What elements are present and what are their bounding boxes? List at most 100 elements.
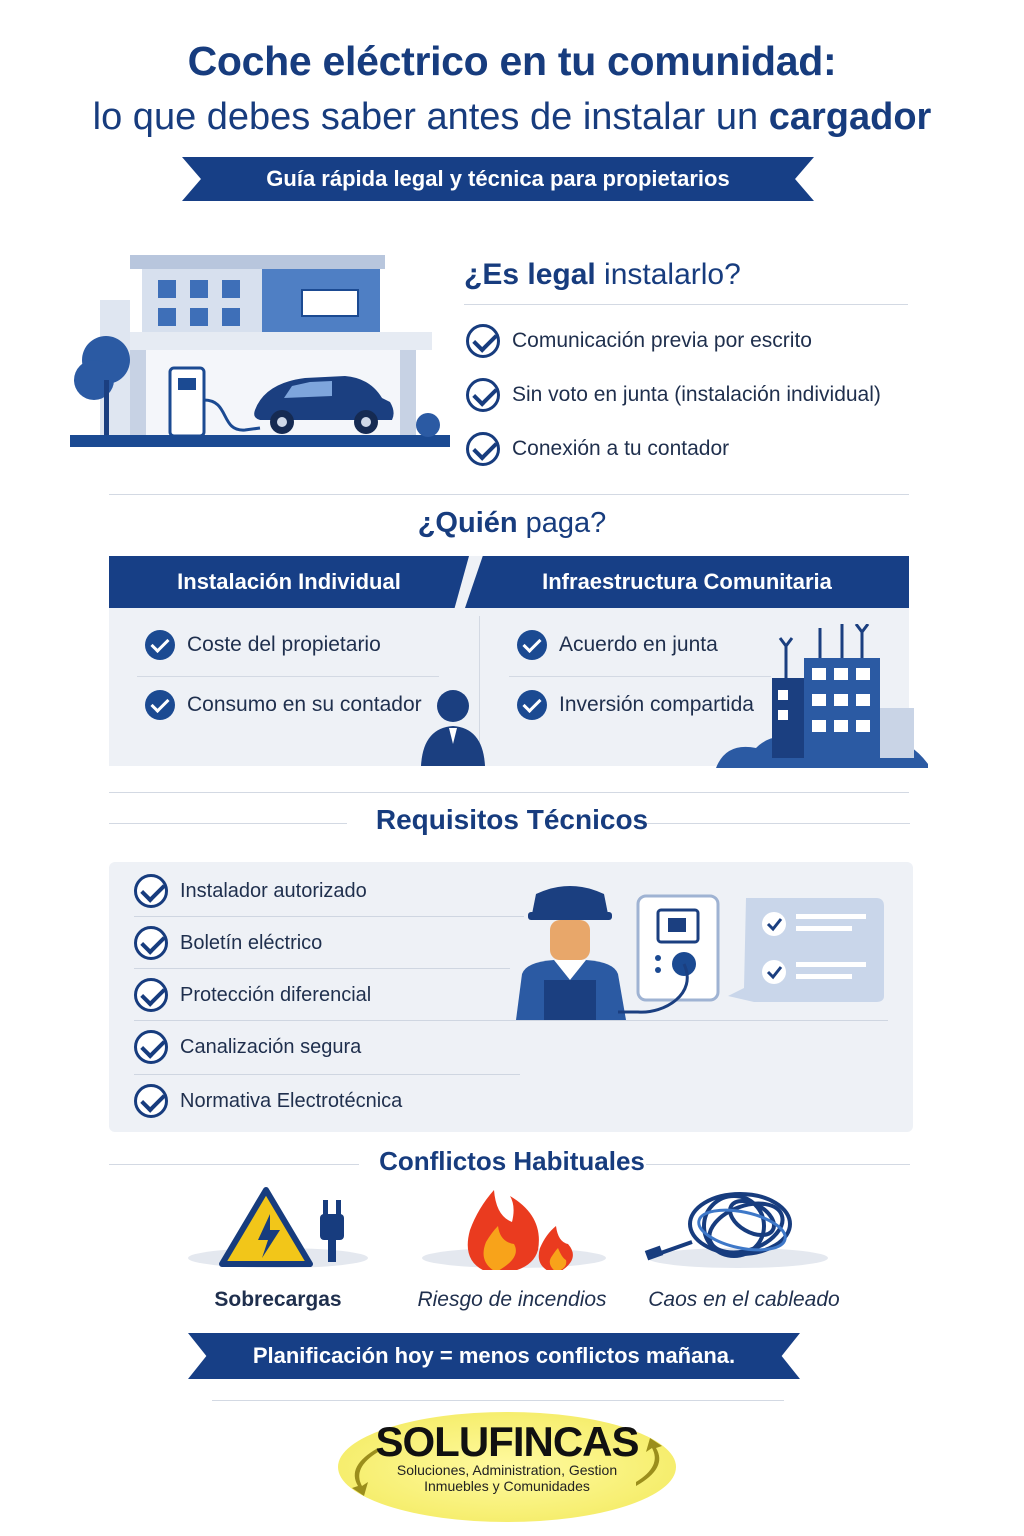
conflicts-section-title: Conflictos Habituales <box>379 1146 645 1176</box>
logo-name: SOLUFINCAS <box>375 1418 640 1465</box>
requirement-label: Boletín eléctrico <box>180 931 323 954</box>
individual-item: Consumo en su contador <box>145 690 422 720</box>
individual-item: Coste del propietario <box>145 630 381 660</box>
requirements-section-title: Requisitos Técnicos <box>375 804 649 835</box>
check-filled-icon <box>145 630 175 660</box>
payment-title-bold: ¿Quién <box>417 507 518 539</box>
requirement-item: Boletín eléctrico <box>134 926 322 960</box>
window <box>222 308 240 326</box>
legal-item-label: Conexión a tu contador <box>512 437 730 460</box>
payment-section-title: ¿Quién paga? <box>0 507 1024 540</box>
individual-item-label: Coste del propietario <box>187 633 381 656</box>
building-charging-illustration <box>70 255 450 447</box>
window <box>158 280 176 298</box>
legal-item: Comunicación previa por escrito <box>466 324 812 358</box>
requirement-item: Protección diferencial <box>134 978 371 1012</box>
window-large <box>301 289 359 317</box>
check-circle-icon <box>134 978 168 1012</box>
conflict-label: Caos en el cableado <box>648 1288 840 1311</box>
community-building-icon <box>716 624 928 768</box>
requirement-item: Instalador autorizado <box>134 874 367 908</box>
conflict-label: Sobrecargas <box>214 1288 342 1311</box>
logo-tagline-line2: Inmuebles y Comunidades <box>424 1478 590 1494</box>
window <box>190 280 208 298</box>
requirement-label: Protección diferencial <box>180 983 372 1006</box>
logo-arrows-icon <box>352 1438 662 1496</box>
page-title: Coche eléctrico en tu comunidad: <box>187 38 837 84</box>
divider <box>109 792 909 793</box>
logo-tagline-line1: Soluciones, Administration, Gestion <box>396 1462 618 1478</box>
plug-icon <box>320 1214 344 1240</box>
charging-cable <box>203 398 261 432</box>
helmet-icon <box>532 886 608 914</box>
technician-illustration <box>516 886 884 1020</box>
car-hub <box>361 417 371 427</box>
fire-icon <box>422 1190 606 1270</box>
payment-title-rest: paga? <box>517 507 607 539</box>
car-hub <box>277 417 287 427</box>
car-window <box>284 381 332 398</box>
window <box>158 308 176 326</box>
legal-section-title: ¿Es legal instalarlo? <box>464 258 741 292</box>
requirement-item: Normativa Electrotécnica <box>134 1084 402 1118</box>
charger-screen <box>178 378 196 390</box>
warning-plug-icon <box>188 1187 368 1268</box>
check-filled-icon <box>145 690 175 720</box>
garage-pillar <box>400 350 416 435</box>
requirement-item: Canalización segura <box>134 1030 361 1064</box>
check-circle-icon <box>466 378 500 412</box>
divider <box>134 968 510 969</box>
community-item-label: Inversión compartida <box>559 693 754 716</box>
individual-header: Instalación Individual <box>109 556 469 608</box>
divider <box>134 916 524 917</box>
company-logo <box>338 1412 676 1522</box>
check-circle-icon <box>134 926 168 960</box>
community-header: Infraestructura Comunitaria <box>465 556 909 608</box>
community-item: Acuerdo en junta <box>517 630 718 660</box>
conflict-label: Riesgo de incendios <box>417 1288 607 1311</box>
slogan-ribbon: Planificación hoy = menos conflictos mañ… <box>188 1333 800 1379</box>
ground-strip <box>70 435 450 447</box>
requirement-label: Canalización segura <box>180 1035 362 1058</box>
divider <box>646 823 910 824</box>
community-item: Inversión compartida <box>517 690 754 720</box>
check-circle-icon <box>134 874 168 908</box>
garage-pillar <box>130 350 146 435</box>
window <box>190 308 208 326</box>
divider <box>109 1164 359 1165</box>
legal-item: Conexión a tu contador <box>466 432 729 466</box>
person-icon <box>421 690 485 766</box>
window <box>222 280 240 298</box>
garage-canopy <box>130 332 432 350</box>
legal-item: Sin voto en junta (instalación individua… <box>466 378 881 412</box>
requirement-label: Normativa Electrotécnica <box>180 1089 403 1112</box>
check-circle-icon <box>466 324 500 358</box>
divider <box>646 1164 910 1165</box>
divider <box>134 1020 888 1021</box>
community-item-label: Acuerdo en junta <box>559 633 718 656</box>
divider <box>109 494 909 495</box>
divider <box>509 676 771 677</box>
check-circle-icon <box>134 1084 168 1118</box>
title-line2-prefix: lo que debes saber antes de instalar un <box>92 96 769 138</box>
title-line2-bold: cargador <box>768 96 932 138</box>
page-subtitle-line: lo que debes saber antes de instalar un … <box>0 96 1024 139</box>
check-filled-icon <box>517 630 547 660</box>
column-divider <box>479 616 480 766</box>
roof-ledge <box>130 255 385 269</box>
checklist-icon <box>728 898 884 1002</box>
requirement-label: Instalador autorizado <box>180 879 367 902</box>
tree-trunk <box>104 380 109 435</box>
divider <box>137 676 439 677</box>
legal-title-bold: ¿Es legal <box>464 258 596 291</box>
check-circle-icon <box>134 1030 168 1064</box>
legal-item-label: Sin voto en junta (instalación individua… <box>512 383 881 406</box>
tangled-cable-icon <box>644 1192 828 1268</box>
individual-item-label: Consumo en su contador <box>187 693 422 716</box>
divider <box>134 1074 520 1075</box>
divider <box>464 304 908 305</box>
divider <box>212 1400 784 1401</box>
check-filled-icon <box>517 690 547 720</box>
bush-icon <box>416 413 440 437</box>
legal-title-rest: instalarlo? <box>595 258 741 291</box>
